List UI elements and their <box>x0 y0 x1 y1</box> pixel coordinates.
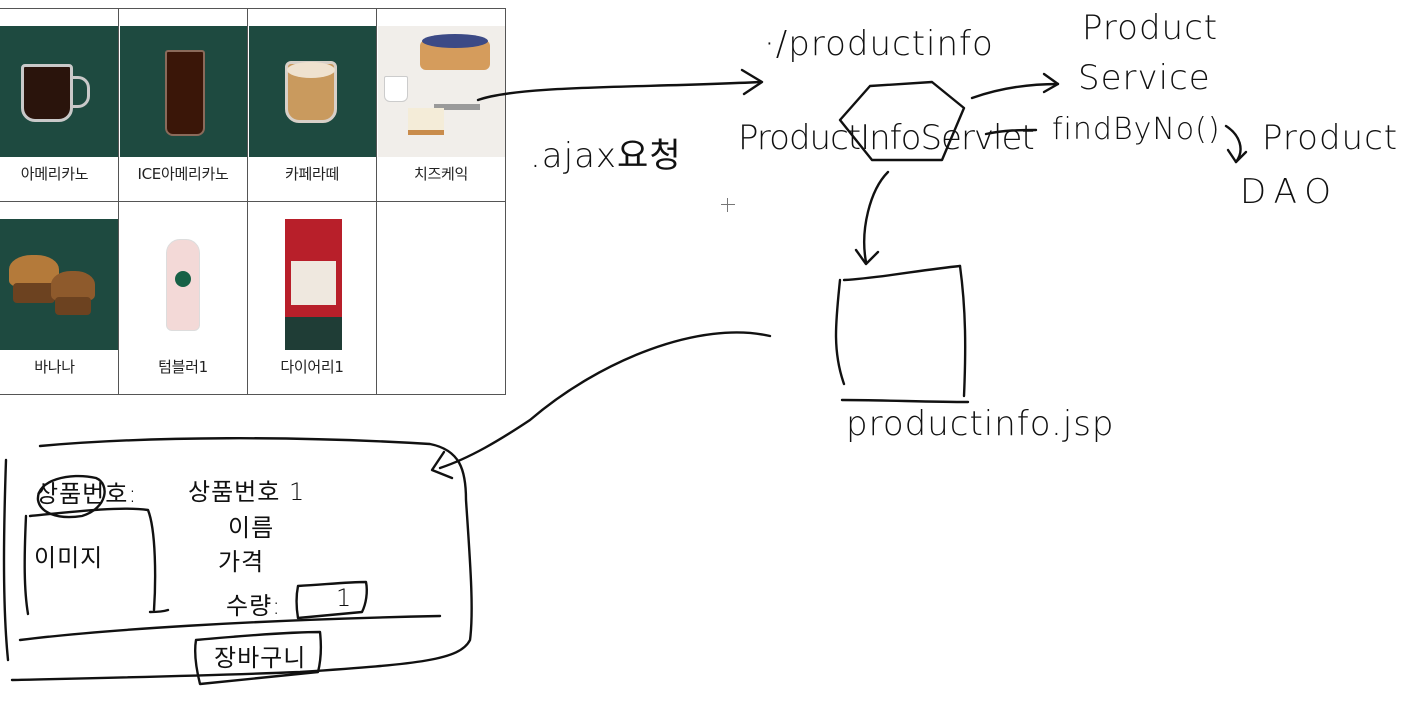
service-note-line1: Product <box>1082 8 1219 48</box>
product-cell[interactable]: 카페라떼 <box>247 8 377 202</box>
product-grid: 아메리카노 ICE아메리카노 카페라떼 <box>0 8 506 395</box>
product-name[interactable]: ICE아메리카노 <box>137 165 229 183</box>
muffin-icon <box>9 255 59 287</box>
jsp-name-note: productinfo.jsp <box>846 404 1115 444</box>
banana-image[interactable] <box>0 219 118 350</box>
diary-image[interactable] <box>248 219 376 350</box>
iced-americano-glass-icon <box>164 50 205 136</box>
servlet-class-note: ProductInfoServlet <box>738 118 1035 158</box>
dao-note-line2: DAO <box>1240 172 1340 212</box>
product-cell[interactable]: 텀블러1 <box>118 201 248 395</box>
iced-americano-image[interactable] <box>119 26 247 157</box>
ajax-request-note: .ajax요청 <box>530 136 682 176</box>
cursor-crosshair-icon <box>721 198 735 212</box>
product-cell[interactable]: 아메리카노 <box>0 8 119 202</box>
product-cell[interactable]: 바나나 <box>0 201 119 395</box>
sketch-cart-button: 장바구니 <box>214 644 307 672</box>
empty-cell <box>376 201 506 395</box>
product-cell[interactable]: 치즈케익 <box>376 8 506 202</box>
sketch-qty-box: 1 <box>336 584 353 612</box>
product-name[interactable]: 텀블러1 <box>158 358 208 376</box>
sketch-image-box: 이미지 <box>34 544 104 572</box>
product-cell[interactable]: ICE아메리카노 <box>118 8 248 202</box>
product-name[interactable]: 카페라떼 <box>284 165 339 183</box>
servlet-path-note: ·/productinfo <box>764 24 994 64</box>
product-name[interactable]: 아메리카노 <box>20 165 89 183</box>
sketch-field-name: 이름 <box>228 514 275 542</box>
americano-mug-icon <box>21 64 73 122</box>
sketch-field-price: 가격 <box>218 548 265 576</box>
dao-note-line1: Product <box>1262 118 1399 158</box>
tumbler-image[interactable] <box>119 219 247 350</box>
americano-image[interactable] <box>0 26 118 157</box>
sketch-title: 상품번호: <box>36 480 138 508</box>
sketch-field-qty: 수량: <box>226 592 282 620</box>
find-method-note: findByNo() <box>1052 112 1221 147</box>
cheesecake-image[interactable] <box>377 26 505 157</box>
product-name[interactable]: 다이어리1 <box>280 358 344 376</box>
service-note-line2: Service <box>1078 58 1211 98</box>
sketch-field-number: 상품번호 1 <box>188 478 306 506</box>
product-name[interactable]: 바나나 <box>34 358 75 376</box>
product-name[interactable]: 치즈케익 <box>413 165 468 183</box>
latte-image[interactable] <box>248 26 376 157</box>
product-cell[interactable]: 다이어리1 <box>247 201 377 395</box>
